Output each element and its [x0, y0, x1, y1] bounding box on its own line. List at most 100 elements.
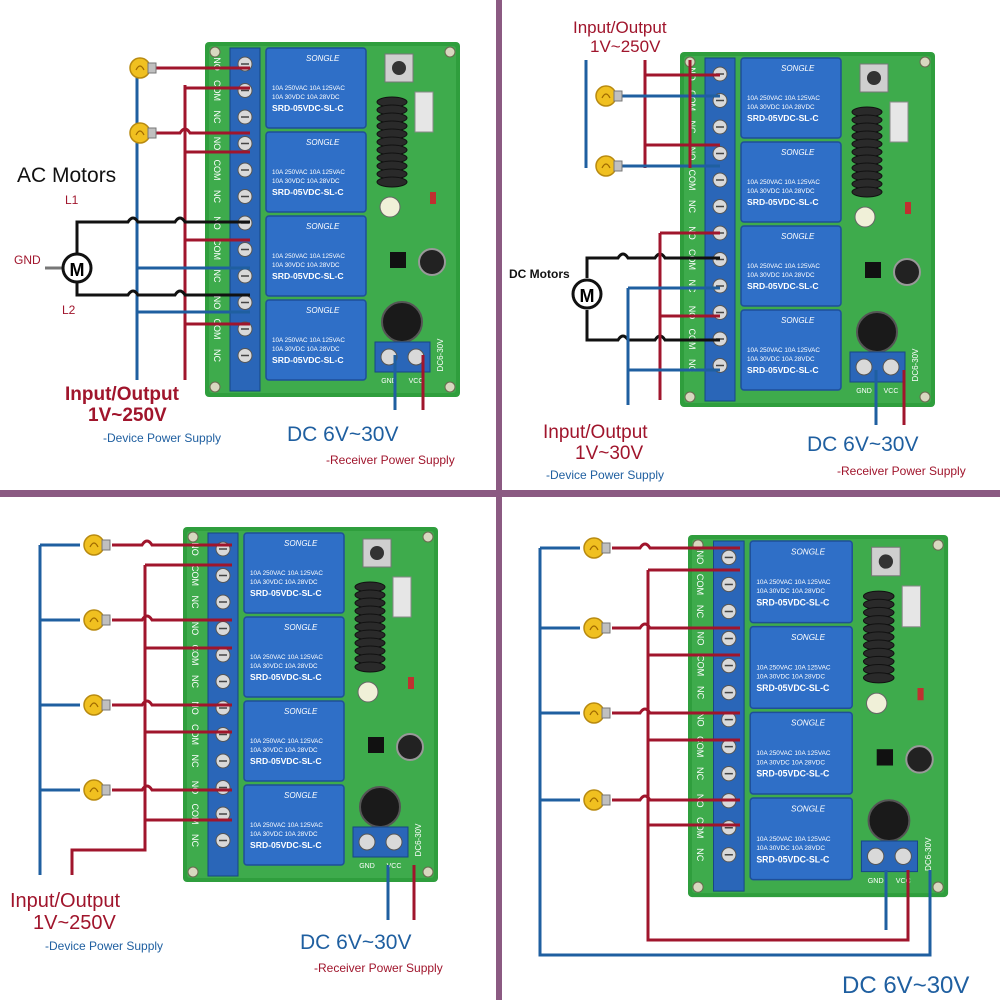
- relay-model: SRD-05VDC-SL-C: [272, 355, 344, 365]
- relay-rating-2: 10A 30VDC 10A 28VDC: [747, 272, 815, 279]
- push-button-cap: [867, 71, 881, 85]
- bulb-glass: [583, 617, 605, 639]
- bulb-filament: [601, 93, 611, 99]
- dc-range-br: DC 6V~30V: [842, 972, 969, 999]
- gnd-label: GND: [14, 253, 41, 267]
- relay-brand: SONGLE: [284, 539, 318, 548]
- relay-body: [243, 532, 345, 614]
- push-button-cap: [392, 61, 406, 75]
- receiver-module: [901, 585, 922, 628]
- push-button-cap: [878, 554, 894, 569]
- relay-rating-1: 10A 250VAC 10A 125VAC: [250, 822, 323, 829]
- relay-rating-2: 10A 30VDC 10A 28VDC: [250, 579, 318, 586]
- ic-chip: [876, 749, 894, 766]
- relay-body: [243, 616, 345, 698]
- mount-hole: [187, 866, 199, 878]
- relay-body: [740, 141, 842, 223]
- antenna-coil: [376, 176, 408, 188]
- relay-body: [265, 131, 367, 213]
- terminal-label: COM: [190, 565, 200, 586]
- relay-model: SRD-05VDC-SL-C: [747, 113, 819, 123]
- bulb-bottom-right-3: [583, 702, 611, 724]
- antenna-coil: [851, 186, 883, 198]
- terminal-label: NC: [190, 675, 200, 688]
- relay-body: [749, 711, 853, 795]
- power-screw-vcc: [385, 833, 403, 851]
- terminal-label: COM: [695, 655, 705, 676]
- terminal-label: NC: [190, 755, 200, 768]
- mount-hole: [444, 46, 456, 58]
- terminal-label: COM: [695, 817, 705, 838]
- terminal-label: NC: [212, 270, 222, 283]
- relay-body: [740, 225, 842, 307]
- relay-model: SRD-05VDC-SL-C: [250, 756, 322, 766]
- relay-rating-2: 10A 30VDC 10A 28VDC: [756, 588, 825, 595]
- relay-body: [265, 299, 367, 381]
- bulb-filament: [589, 545, 599, 551]
- power-vcc-label: VCC: [387, 863, 402, 870]
- status-led: [408, 677, 414, 689]
- relay-model: SRD-05VDC-SL-C: [756, 683, 830, 693]
- power-vcc-label: VCC: [409, 378, 424, 385]
- terminal-label: NC: [695, 848, 705, 862]
- receiver-power-supply-tl: -Receiver Power Supply: [326, 453, 455, 467]
- bulb-bottom-right-2: [583, 617, 611, 639]
- device-power-supply-tl: -Device Power Supply: [103, 431, 221, 445]
- mount-hole: [919, 391, 931, 403]
- terminal-label: NC: [687, 121, 697, 134]
- relay-body: [243, 784, 345, 866]
- bulb-base: [601, 707, 611, 719]
- ic-chip: [390, 252, 406, 268]
- horizontal-divider: [0, 490, 1000, 497]
- relay-body: [749, 797, 853, 881]
- bulb-top-left-1: [129, 57, 157, 79]
- terminal-label: NO: [190, 542, 200, 556]
- relay-body: [740, 57, 842, 139]
- bulb-filament: [589, 625, 599, 631]
- terminal-label: NC: [190, 596, 200, 609]
- motor-symbol-ac: M: [61, 252, 93, 284]
- relay-rating-1: 10A 250VAC 10A 125VAC: [272, 337, 345, 344]
- input-range-bl: 1V~250V: [33, 912, 117, 934]
- input-range-tl: 1V~250V: [88, 405, 167, 426]
- relay-rating-1: 10A 250VAC 10A 125VAC: [272, 253, 345, 260]
- terminal-label: NC: [687, 280, 697, 293]
- power-vcc-label: VCC: [896, 877, 911, 885]
- relay-rating-2: 10A 30VDC 10A 28VDC: [747, 188, 815, 195]
- dc-range-tr: DC 6V~30V: [807, 433, 918, 456]
- mount-hole: [444, 381, 456, 393]
- push-button: [871, 546, 901, 577]
- relay-rating-2: 10A 30VDC 10A 28VDC: [756, 674, 825, 681]
- relay-rating-1: 10A 250VAC 10A 125VAC: [756, 579, 831, 586]
- terminal-label: NO: [695, 551, 705, 565]
- relay-body: [265, 215, 367, 297]
- relay-rating-1: 10A 250VAC 10A 125VAC: [747, 263, 820, 270]
- electrolytic-capacitor: [905, 745, 934, 774]
- bulb-filament: [589, 710, 599, 716]
- relay-brand: SONGLE: [306, 54, 340, 63]
- relay-rating-1: 10A 250VAC 10A 125VAC: [756, 665, 831, 672]
- terminal-label: COM: [695, 736, 705, 757]
- inductor: [359, 786, 401, 828]
- power-gnd-label: GND: [868, 877, 884, 885]
- terminal-label: NO: [212, 137, 222, 151]
- wiring-top-right: [584, 60, 906, 425]
- terminal-label: NO: [190, 781, 200, 795]
- wiring-bottom-left: [38, 539, 416, 920]
- ic-chip: [865, 262, 881, 278]
- relay-model: SRD-05VDC-SL-C: [747, 197, 819, 207]
- relay-rating-2: 10A 30VDC 10A 28VDC: [272, 346, 340, 353]
- bulb-base: [101, 699, 111, 711]
- terminal-label: NC: [695, 605, 705, 619]
- terminal-label: NO: [687, 147, 697, 161]
- bulb-glass: [83, 779, 105, 801]
- dc-range-tl: DC 6V~30V: [287, 423, 398, 446]
- wiring-bottom-right: [538, 542, 932, 957]
- bulb-glass: [129, 122, 151, 144]
- relay-brand: SONGLE: [791, 804, 826, 813]
- terminal-label: NC: [212, 349, 222, 362]
- relay-model: SRD-05VDC-SL-C: [272, 187, 344, 197]
- mount-hole: [422, 866, 434, 878]
- bulb-glass: [595, 85, 617, 107]
